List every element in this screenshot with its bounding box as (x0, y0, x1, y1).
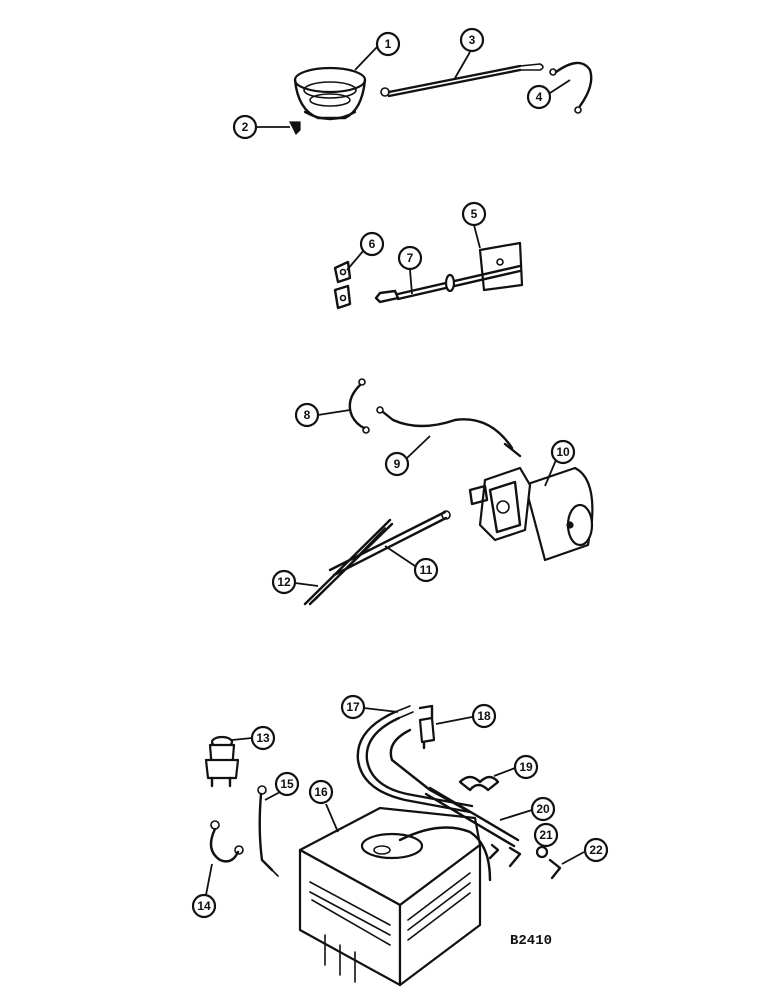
clip-19 (458, 775, 500, 792)
elbow-nozzle (488, 843, 522, 868)
svg-text:5: 5 (471, 207, 478, 221)
drawing-code: B2410 (510, 933, 552, 949)
tube-17 (356, 705, 474, 814)
wire-15 (257, 785, 279, 877)
callout-2: 2 (232, 114, 290, 140)
svg-text:16: 16 (314, 785, 328, 799)
wire-4 (549, 61, 593, 114)
shaft-7 (374, 264, 522, 304)
svg-text:15: 15 (280, 777, 294, 791)
callout-11: 11 (384, 545, 439, 583)
svg-text:3: 3 (469, 33, 476, 47)
cable-3 (380, 63, 544, 98)
wiper-motor (468, 466, 594, 562)
svg-text:19: 19 (519, 760, 533, 774)
reservoir-hose (398, 826, 492, 882)
callout-19: 19 (493, 754, 539, 780)
svg-text:1: 1 (385, 37, 392, 51)
callout-16: 16 (308, 779, 339, 833)
callout-10: 10 (544, 439, 576, 487)
svg-text:18: 18 (477, 709, 491, 723)
svg-text:14: 14 (197, 899, 211, 913)
svg-text:13: 13 (256, 731, 270, 745)
bracket-6 (333, 260, 352, 310)
callout-7: 7 (397, 245, 423, 295)
callout-18: 18 (435, 703, 497, 729)
svg-text:20: 20 (536, 802, 550, 816)
svg-text:10: 10 (556, 445, 570, 459)
svg-text:9: 9 (394, 457, 401, 471)
washer-reservoir (298, 806, 482, 987)
callout-6: 6 (346, 231, 385, 271)
callout-4: 4 (526, 79, 571, 110)
dome-light-lens (293, 66, 367, 121)
svg-text:6: 6 (369, 237, 376, 251)
cable-9 (376, 406, 522, 458)
ring-21 (535, 845, 549, 859)
callout-20: 20 (499, 796, 556, 822)
callout-8: 8 (294, 402, 351, 428)
callout-9: 9 (384, 435, 431, 477)
screw-small (289, 121, 301, 136)
svg-text:17: 17 (346, 700, 360, 714)
callout-12: 12 (271, 569, 319, 595)
callout-13: 13 (231, 725, 276, 751)
tube-upper (389, 728, 472, 814)
wire-14 (209, 820, 244, 863)
svg-text:4: 4 (536, 90, 543, 104)
tube-20 (424, 786, 520, 848)
svg-text:7: 7 (407, 251, 414, 265)
svg-text:8: 8 (304, 408, 311, 422)
callout-21: 21 (533, 822, 559, 848)
cable-8 (348, 378, 370, 434)
callout-15: 15 (264, 771, 300, 801)
svg-text:12: 12 (277, 575, 291, 589)
elbow-22 (548, 858, 562, 880)
svg-text:2: 2 (242, 120, 249, 134)
svg-text:11: 11 (420, 563, 433, 577)
callout-17: 17 (340, 694, 399, 720)
callout-14: 14 (191, 863, 217, 919)
callout-1: 1 (354, 31, 401, 71)
callout-5: 5 (461, 201, 487, 249)
callout-3: 3 (454, 27, 485, 79)
svg-text:21: 21 (539, 828, 553, 842)
callout-22: 22 (561, 837, 609, 865)
valve-18 (418, 704, 436, 750)
svg-text:22: 22 (589, 843, 603, 857)
washer-switch (204, 735, 240, 788)
wiper-blade-12 (303, 518, 394, 606)
